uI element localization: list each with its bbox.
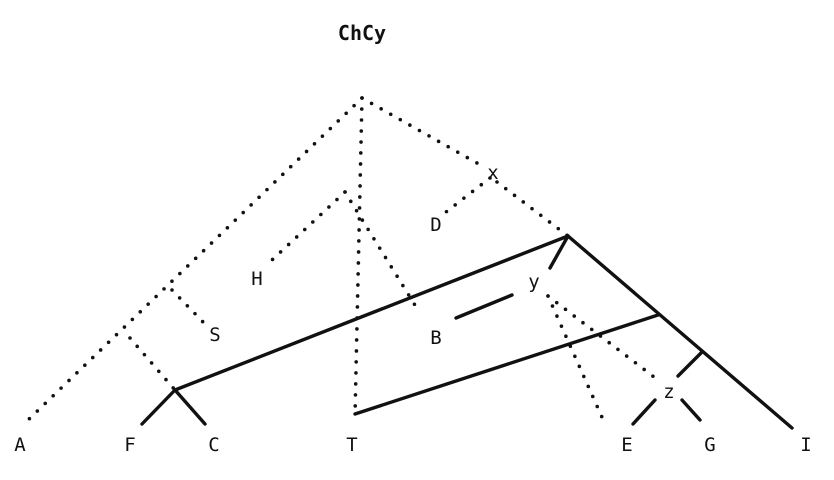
edge-root-to-A xyxy=(26,96,364,422)
node-label-z: z xyxy=(663,381,674,403)
node-label-T: T xyxy=(346,434,357,456)
node-label-B: B xyxy=(430,327,441,349)
node-labels: A F C T E G I S H B D x y z xyxy=(14,162,811,456)
node-label-D: D xyxy=(430,214,441,236)
edge-trunk-to-S xyxy=(170,288,207,326)
edge-root-to-x xyxy=(360,96,486,169)
edge-junction-to-y xyxy=(548,234,570,270)
edge-B-to-y xyxy=(454,293,514,320)
edge-FC-to-F xyxy=(140,388,177,426)
edge-y-to-z xyxy=(546,294,660,382)
edge-inner-to-B xyxy=(343,190,420,312)
edge-branch-to-FC xyxy=(128,336,177,392)
edge-FC-to-C xyxy=(173,388,207,426)
edge-y-to-E xyxy=(546,294,607,426)
node-label-F: F xyxy=(124,434,135,456)
node-label-x: x xyxy=(487,162,498,184)
edge-lower-to-z xyxy=(676,350,704,378)
edge-z-to-G xyxy=(680,398,702,422)
solid-edges xyxy=(140,234,794,430)
edge-junction-to-FC xyxy=(173,234,570,392)
edge-mid-to-T xyxy=(353,313,660,416)
edge-root-to-T xyxy=(353,96,364,418)
node-label-I: I xyxy=(800,434,811,456)
edge-z-to-E xyxy=(631,398,657,426)
diagram-title: ChCy xyxy=(338,21,386,45)
node-label-A: A xyxy=(14,434,26,456)
node-label-C: C xyxy=(208,434,219,456)
node-label-H: H xyxy=(251,268,262,290)
node-label-S: S xyxy=(209,324,220,346)
edge-inner-to-H xyxy=(270,190,347,262)
node-label-G: G xyxy=(704,434,715,456)
node-label-y: y xyxy=(528,271,539,293)
edge-x-to-junction xyxy=(495,180,570,238)
dotted-edges xyxy=(26,96,660,426)
edge-junction-to-I xyxy=(566,234,794,430)
node-label-E: E xyxy=(621,434,632,456)
edge-x-to-D xyxy=(444,176,492,214)
